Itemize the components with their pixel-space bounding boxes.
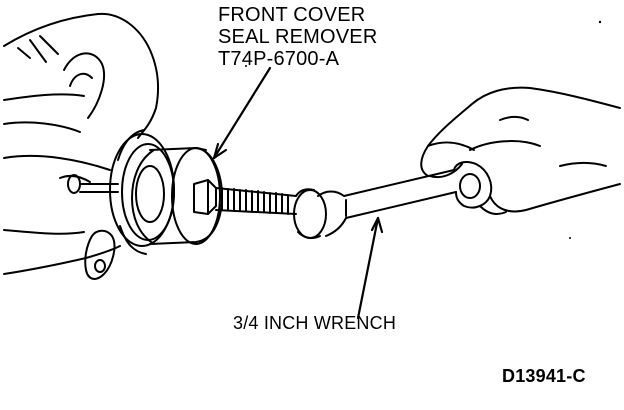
- tool-name-line-2: SEAL REMOVER: [218, 26, 378, 48]
- hand: [420, 86, 621, 215]
- wrench-leader-arrow: [370, 216, 384, 234]
- wrench-callout: 3/4 INCH WRENCH: [233, 313, 397, 333]
- forcing-screw: [215, 187, 327, 240]
- tool-name-callout: FRONT COVER SEAL REMOVER T74P-6700-A: [218, 4, 377, 70]
- specks: [245, 20, 602, 239]
- engine-front-cover: [3, 12, 159, 280]
- figure-id: D13941-C: [502, 366, 586, 386]
- leader-lines: [212, 66, 384, 320]
- tool-leader: [212, 66, 272, 160]
- wrench: [317, 161, 493, 237]
- seal-remover-tool: [131, 147, 223, 245]
- wrench-leader: [356, 216, 380, 320]
- tool-part-number: T74P-6700-A: [218, 48, 340, 70]
- tool-leader-arrow: [212, 142, 228, 160]
- tool-name-line-1: FRONT COVER: [218, 4, 366, 26]
